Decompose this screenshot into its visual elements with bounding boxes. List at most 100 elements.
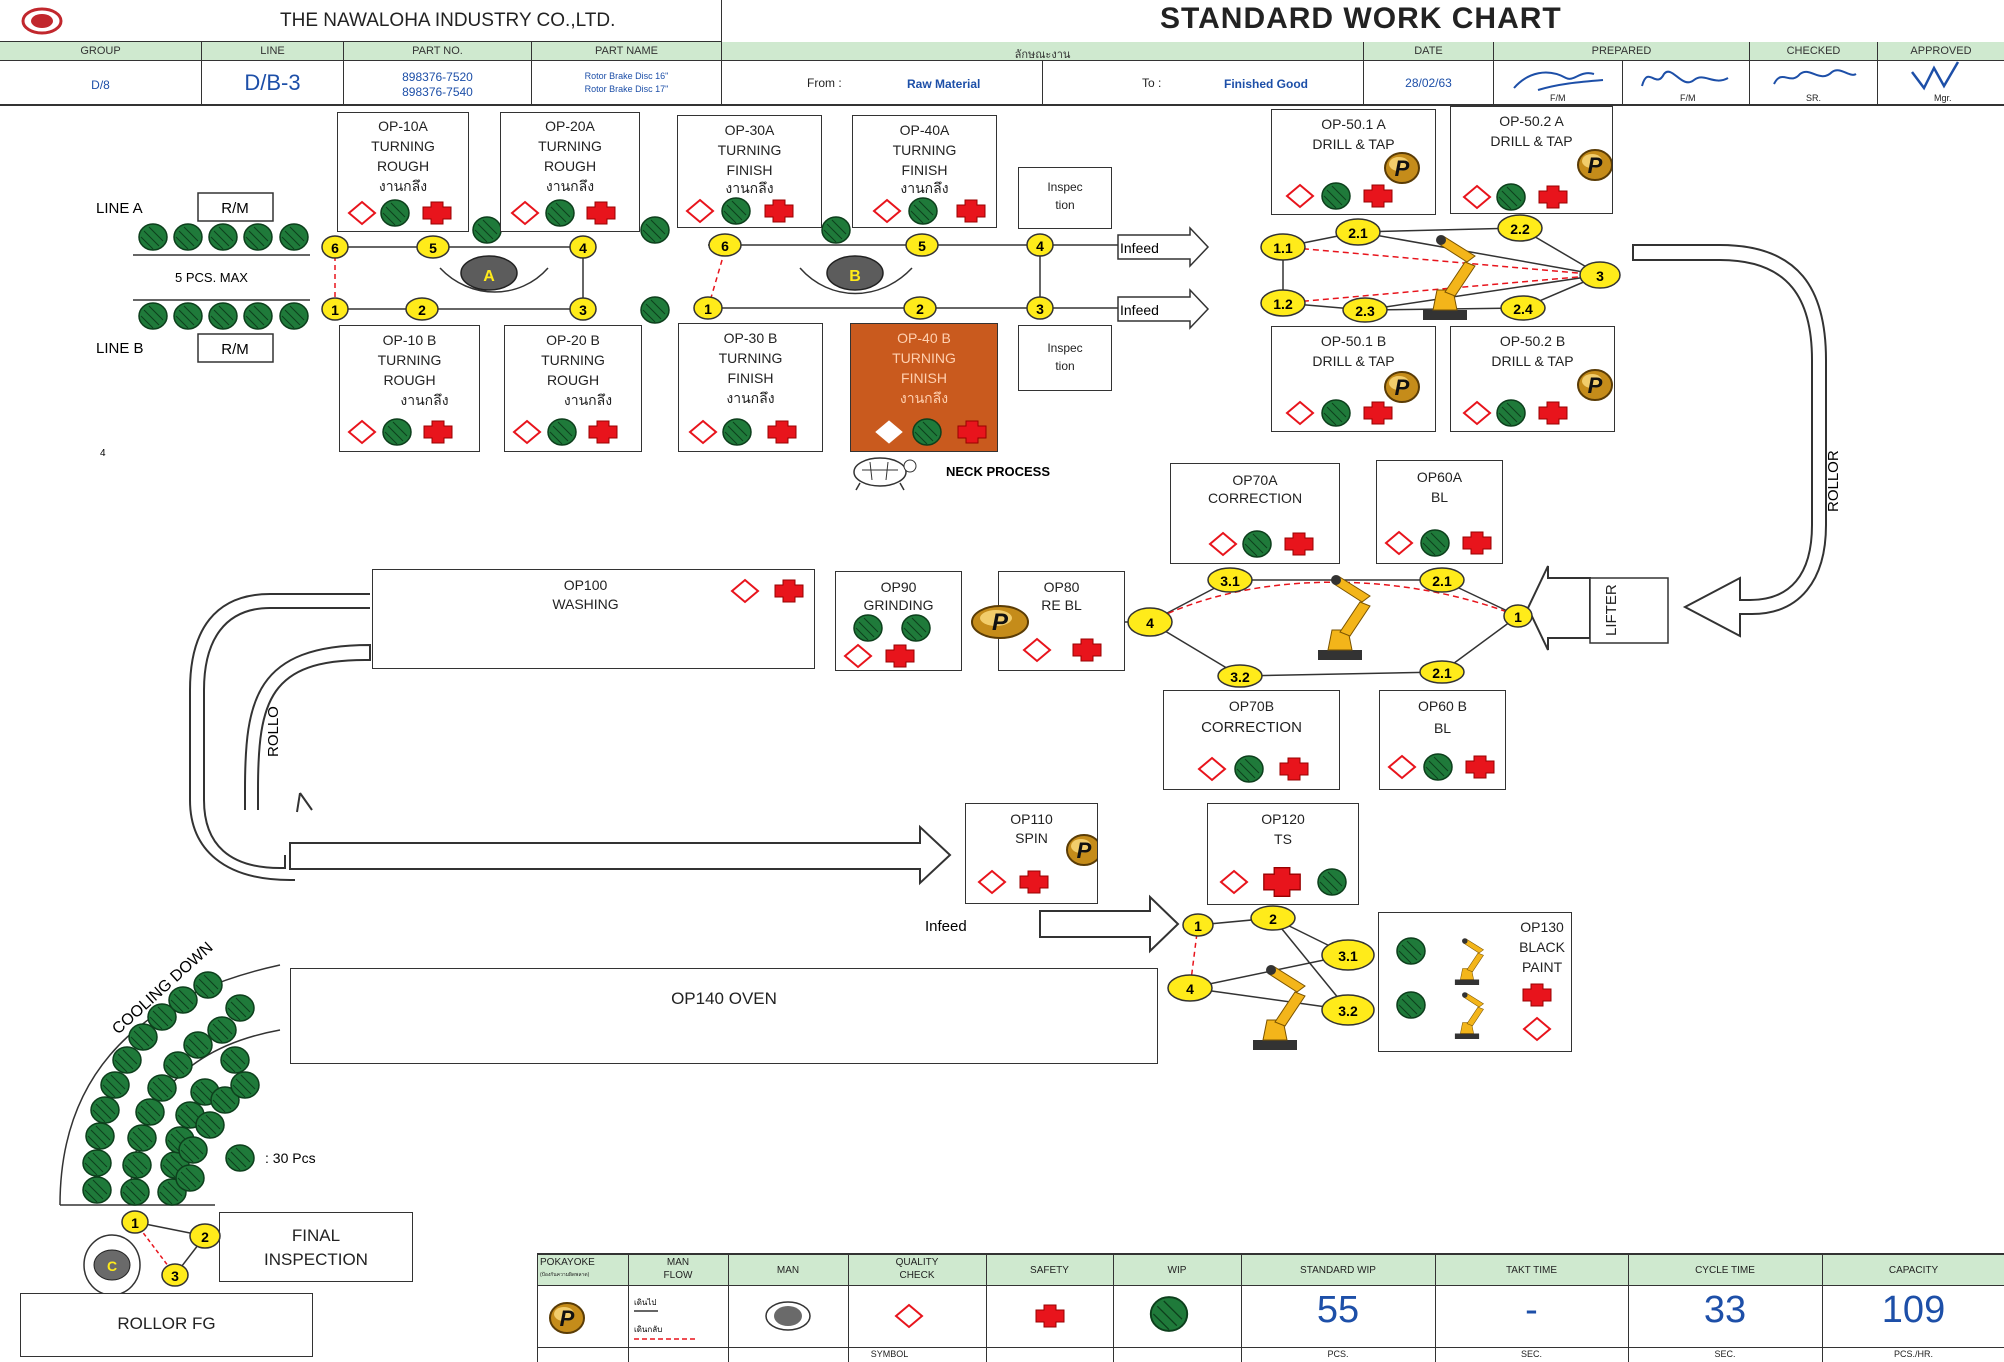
- takt-time-value: -: [1525, 1289, 1538, 1331]
- header-label-strip: [0, 42, 2004, 61]
- op60b-symbols: [1388, 753, 1495, 781]
- op80-pokayoke: P: [971, 605, 1029, 639]
- quality-check-icon: [1198, 757, 1226, 781]
- op-10a-symbols: [348, 199, 452, 227]
- op90-title: OP90: [880, 579, 917, 595]
- op110-box: OP110 SPIN P: [965, 803, 1098, 904]
- legend-divider: [1435, 1255, 1436, 1362]
- op-30b-box: OP-30 B TURNING FINISH งานกลึง: [678, 323, 823, 452]
- op-50-1b-line2: DRILL & TAP: [1312, 353, 1395, 369]
- wip-icon: [380, 199, 410, 227]
- signature-1-icon: [1513, 71, 1604, 91]
- to-label: To :: [1142, 76, 1162, 90]
- op90-line2: GRINDING: [863, 597, 934, 613]
- legend-man-label: MAN: [776, 1265, 800, 1276]
- checked-cell: CHECKED SR.: [1750, 42, 1878, 106]
- op60b-title: OP60 B: [1417, 698, 1468, 714]
- op110-line2: SPIN: [1015, 830, 1048, 846]
- op60a-symbols: [1385, 529, 1492, 557]
- op90-box: OP90 GRINDING: [835, 571, 962, 671]
- quality-check-icon: [1523, 1017, 1551, 1041]
- pokayoke-letter: P: [1588, 373, 1603, 398]
- op-10b-line3: ROUGH: [383, 372, 436, 388]
- inspection-b-line2: tion: [1055, 359, 1075, 373]
- partno-label: PART NO.: [412, 45, 463, 57]
- op-20a-line2: TURNING: [538, 138, 602, 154]
- wip-icon: [1396, 991, 1426, 1019]
- op110-symbols: P: [978, 834, 1097, 894]
- cycle-time-unit: SEC.: [1714, 1349, 1736, 1359]
- legend-flow-dash-label: เดินกลับ: [634, 1325, 662, 1334]
- op-50-2b-box: OP-50.2 B DRILL & TAP P: [1450, 326, 1615, 432]
- safety-icon: [764, 199, 794, 223]
- quality-check-icon: [1385, 531, 1413, 555]
- legend-cycle-label: CYCLE TIME: [1695, 1265, 1755, 1276]
- checked-sr: SR.: [1806, 93, 1822, 103]
- safety-icon: [1279, 757, 1309, 781]
- pokayoke-letter: P: [1588, 153, 1603, 178]
- pokayoke-letter: P: [992, 609, 1009, 636]
- quality-check-icon: [1220, 870, 1248, 894]
- op-20b-symbols: [513, 418, 618, 446]
- rollor-return-arrow: [1632, 244, 1827, 638]
- op100-title: OP100: [563, 577, 608, 593]
- pokayoke-letter: P: [1077, 838, 1092, 863]
- partname-label: PART NAME: [595, 45, 658, 57]
- op-30a-symbols: [686, 197, 794, 225]
- quality-check-icon: [1286, 184, 1314, 208]
- capacity-unit: PCS./HR.: [1893, 1349, 1933, 1359]
- wip-icon: [547, 418, 577, 446]
- op-30a-line2: TURNING: [717, 142, 782, 158]
- quality-check-icon: [1463, 185, 1491, 209]
- op-40b-line4: งานกลึง: [899, 390, 949, 406]
- quality-check-icon: [873, 199, 901, 223]
- op-40b-line2: TURNING: [892, 350, 956, 366]
- op-10b-line2: TURNING: [377, 352, 442, 368]
- op-50-1a-title: OP-50.1 A: [1321, 116, 1386, 132]
- wip-icon: [1242, 530, 1272, 558]
- legend-divider: [728, 1255, 729, 1362]
- op-50-2b-symbols: P: [1463, 369, 1613, 427]
- op130-label: OP130 BLACK PAINT: [1519, 917, 1565, 977]
- lifter-label: LIFTER: [1603, 584, 1620, 636]
- infeed-arrow-b: [1117, 288, 1210, 330]
- safety-icon: [422, 201, 452, 225]
- op-20b-line4: งานกลึง: [563, 392, 613, 408]
- op-50-2a-line2: DRILL & TAP: [1490, 133, 1573, 149]
- drill-flow-lines: [1282, 227, 1601, 311]
- safety-icon: [1263, 867, 1301, 897]
- group-value: D/8: [91, 78, 110, 92]
- op-20a-line3: ROUGH: [543, 158, 597, 174]
- op100-line2: WASHING: [552, 596, 619, 612]
- prepared-label: PREPARED: [1591, 45, 1652, 57]
- op120-box: OP120 TS: [1207, 803, 1359, 905]
- op70a-box: OP70A CORRECTION: [1170, 463, 1340, 564]
- op110-title: OP110: [1010, 811, 1053, 827]
- legend-divider: [1628, 1255, 1629, 1362]
- cooling-wip-pieces: [82, 971, 260, 1206]
- rollor-fg-box: ROLLOR FG: [20, 1293, 313, 1357]
- legend-pokayoke-label: POKAYOKE: [540, 1257, 595, 1268]
- op-50-2a-box: OP-50.2 A DRILL & TAP P: [1450, 106, 1613, 214]
- partno-2: 898376-7540: [402, 85, 473, 99]
- op-30a-title: OP-30A: [724, 122, 775, 138]
- op-40a-line4: งานกลึง: [900, 180, 949, 196]
- quality-check-icon: [1388, 755, 1416, 779]
- legend-takt-label: TAKT TIME: [1505, 1265, 1558, 1276]
- wip-icon: [901, 614, 931, 642]
- legend-divider: [986, 1255, 987, 1362]
- partname-1: Rotor Brake Disc 16": [584, 71, 669, 81]
- legend-symbols: P เดินไป เดินกลับ: [549, 1296, 1189, 1340]
- rollo-return-arrow: [189, 593, 371, 881]
- op-30b-line4: งานกลึง: [726, 390, 775, 406]
- robot-paint-icon: [1252, 964, 1306, 1051]
- line-value: D/B-3: [244, 70, 301, 95]
- legend-wip-label: WIP: [1167, 1265, 1187, 1276]
- op-40a-symbols: [873, 197, 986, 225]
- date-cell: DATE 28/02/63: [1364, 42, 1494, 106]
- legend-unit-line: [538, 1347, 2004, 1348]
- lower-infeed-arrow: [1039, 894, 1180, 954]
- op-40b-symbols: [875, 418, 987, 446]
- op-10b-title: OP-10 B: [382, 332, 437, 348]
- op60a-title: OP60A: [1416, 469, 1463, 485]
